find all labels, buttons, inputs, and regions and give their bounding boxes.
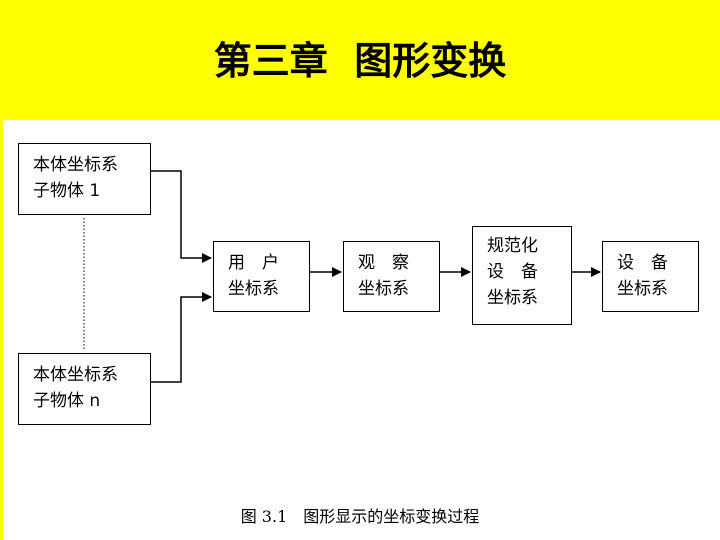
node-label: 坐标系 [487, 288, 538, 308]
node-label: 坐标系 [358, 279, 409, 299]
node-objectn-coordinate-system: 本体坐标系 子物体 n [18, 353, 151, 425]
node-label: 设 备 [617, 253, 668, 273]
node-device-coordinate-system: 设 备 坐标系 [602, 241, 699, 312]
node-label: 本体坐标系 [33, 155, 118, 175]
node-user-coordinate-system: 用 户 坐标系 [213, 241, 310, 312]
node-label: 用 户 [228, 253, 279, 273]
node-view-coordinate-system: 观 察 坐标系 [343, 241, 440, 312]
node-label: 坐标系 [228, 279, 279, 299]
node-label: 坐标系 [617, 279, 668, 299]
node-label: 子物体 1 [33, 181, 101, 201]
node-label: 设 备 [487, 262, 538, 282]
node-label: 观 察 [358, 253, 409, 273]
connector-objectn-user [151, 292, 212, 383]
title-banner: 第三章 图形变换 [0, 0, 720, 120]
node-label: 规范化 [487, 236, 538, 256]
node-object1-coordinate-system: 本体坐标系 子物体 1 [18, 143, 151, 215]
left-accent-bar [0, 120, 3, 540]
slide-title: 第三章 图形变换 [213, 39, 507, 83]
node-normalized-device-coordinate-system: 规范化 设 备 坐标系 [472, 226, 572, 325]
figure-caption: 图 3.1 图形显示的坐标变换过程 [240, 507, 480, 526]
connector-object1-user [151, 170, 212, 263]
node-label: 本体坐标系 [33, 365, 118, 385]
node-label: 子物体 n [33, 391, 101, 411]
